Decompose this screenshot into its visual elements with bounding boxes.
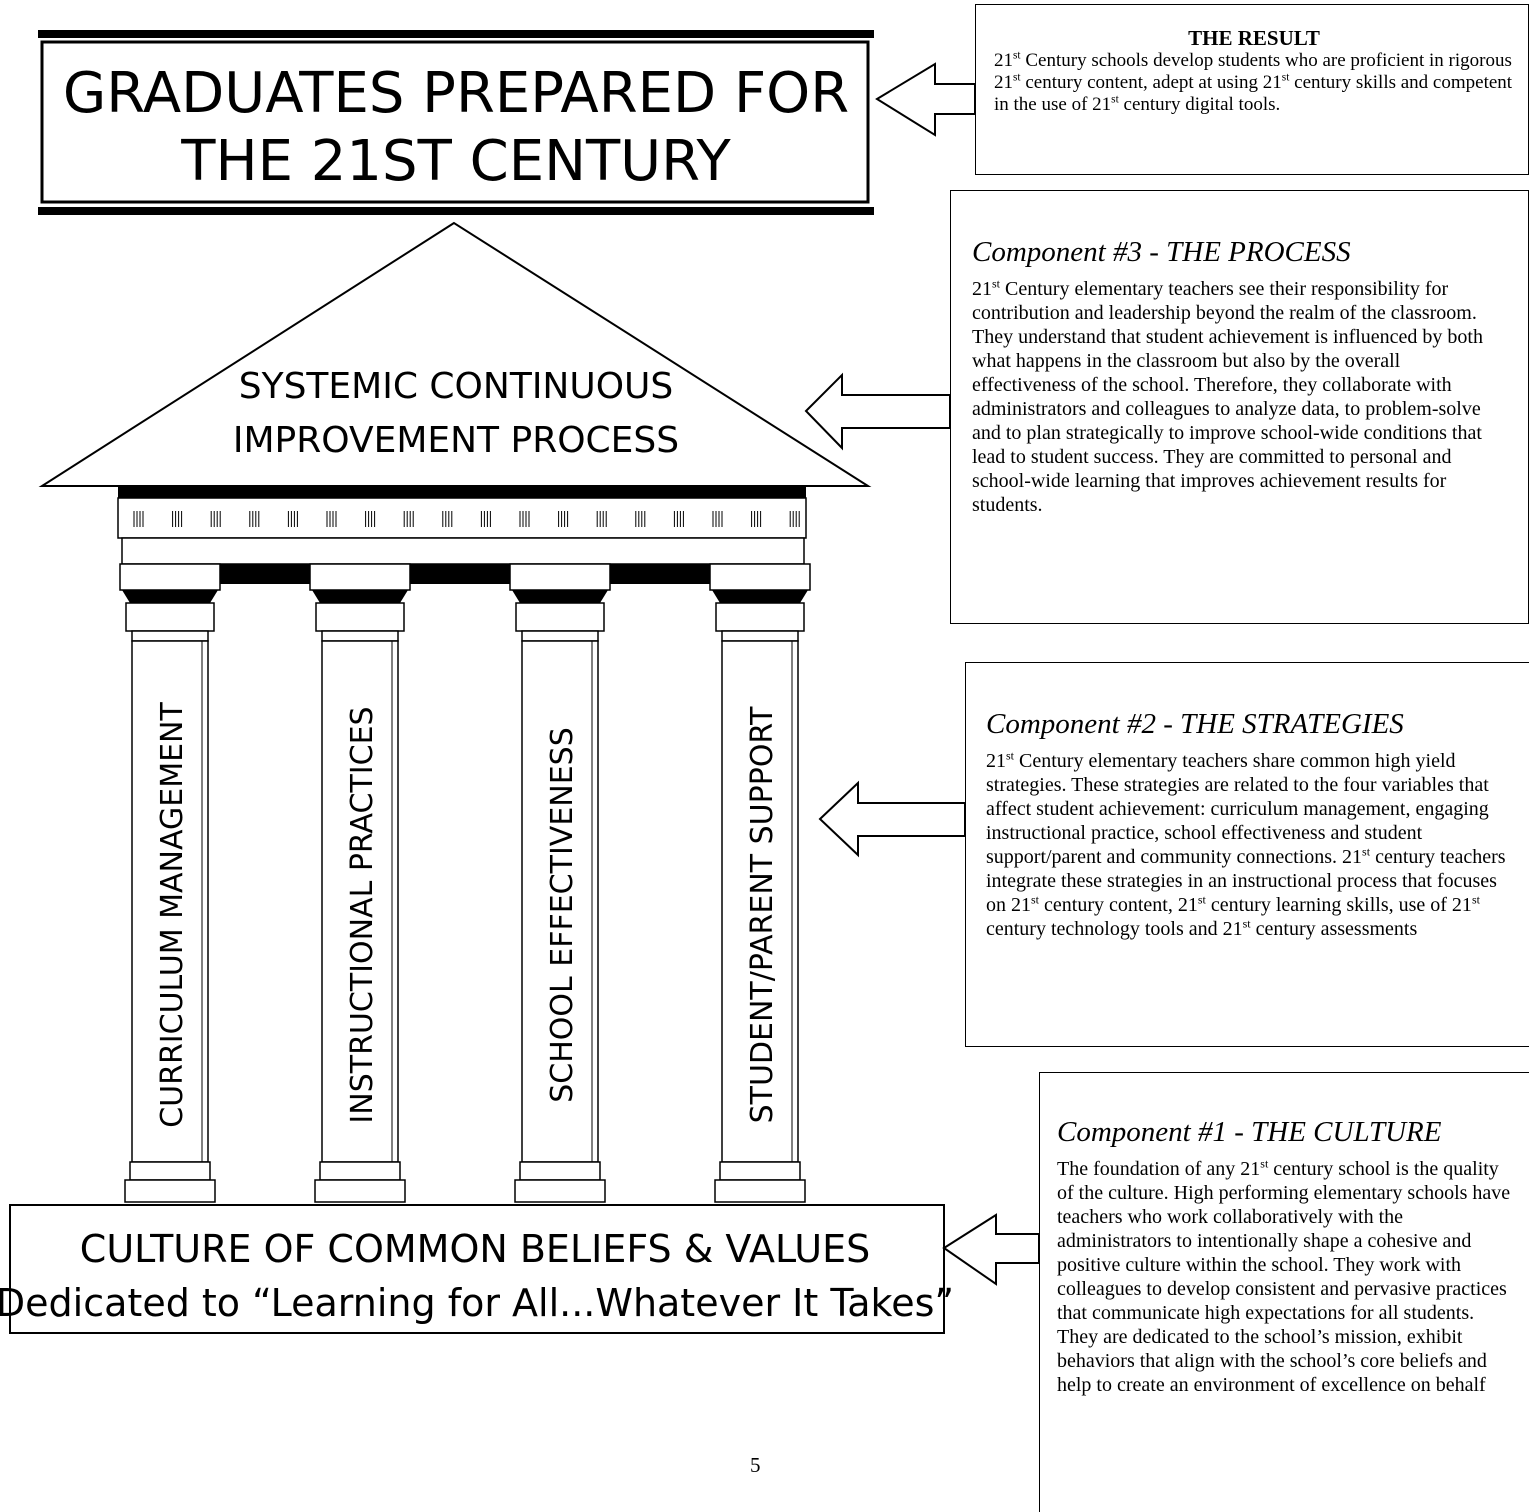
culture-base: CULTURE OF COMMON BELIEFS & VALUES Dedic… — [0, 1204, 954, 1334]
pediment-line-1: SYSTEMIC CONTINUOUS — [239, 366, 674, 407]
component-1-title: Component #1 - THE CULTURE — [1057, 1116, 1442, 1148]
culture-arrow-icon — [942, 1213, 1040, 1286]
banner-line-1: GRADUATES PREPARED FOR — [63, 61, 849, 126]
component-2-text: 21st Century elementary teachers share c… — [986, 748, 1506, 940]
component-2-title: Component #2 - THE STRATEGIES — [986, 708, 1404, 740]
process-arrow-icon — [804, 372, 951, 451]
component-1-text: The foundation of any 21st century schoo… — [1057, 1156, 1511, 1396]
frieze-dentils — [133, 511, 800, 527]
pediment: SYSTEMIC CONTINUOUS IMPROVEMENT PROCESS — [38, 221, 872, 487]
pediment-line-2: IMPROVEMENT PROCESS — [233, 420, 679, 461]
pillar-label-2: INSTRUCTIONAL PRACTICES — [345, 706, 380, 1123]
pillar-label-4: STUDENT/PARENT SUPPORT — [745, 706, 780, 1124]
banner-line-2: THE 21ST CENTURY — [180, 129, 731, 194]
pillar-4: STUDENT/PARENT SUPPORT — [709, 563, 811, 1203]
pillar-2: INSTRUCTIONAL PRACTICES — [309, 563, 411, 1203]
component-3-box: Component #3 - THE PROCESS 21st Century … — [950, 190, 1529, 624]
component-3-title: Component #3 - THE PROCESS — [972, 236, 1351, 268]
result-title: THE RESULT — [1188, 26, 1320, 50]
strategies-arrow-icon — [818, 780, 966, 858]
result-box: THE RESULT 21st Century schools develop … — [975, 4, 1529, 175]
base-line-1: CULTURE OF COMMON BELIEFS & VALUES — [80, 1227, 870, 1271]
entablature — [117, 486, 807, 584]
pillar-label-1: CURRICULUM MANAGEMENT — [155, 702, 190, 1128]
base-line-2: Dedicated to “Learning for All...Whateve… — [0, 1281, 954, 1325]
pillar-3: SCHOOL EFFECTIVENESS — [509, 563, 611, 1203]
result-text: 21st Century schools develop students wh… — [994, 49, 1513, 115]
page-number: 5 — [750, 1453, 761, 1477]
component-3-text: 21st Century elementary teachers see the… — [972, 276, 1483, 516]
graduates-banner: GRADUATES PREPARED FOR THE 21ST CENTURY — [38, 30, 874, 215]
component-2-box: Component #2 - THE STRATEGIES 21st Centu… — [965, 662, 1529, 1047]
result-arrow-icon — [875, 62, 976, 137]
pillars: CURRICULUM MANAGEMENT INSTRUCTIONAL PRACT… — [119, 563, 811, 1203]
pillar-1: CURRICULUM MANAGEMENT — [119, 563, 221, 1203]
pillar-label-3: SCHOOL EFFECTIVENESS — [545, 727, 580, 1103]
component-1-box: Component #1 - THE CULTURE The foundatio… — [1039, 1072, 1529, 1512]
